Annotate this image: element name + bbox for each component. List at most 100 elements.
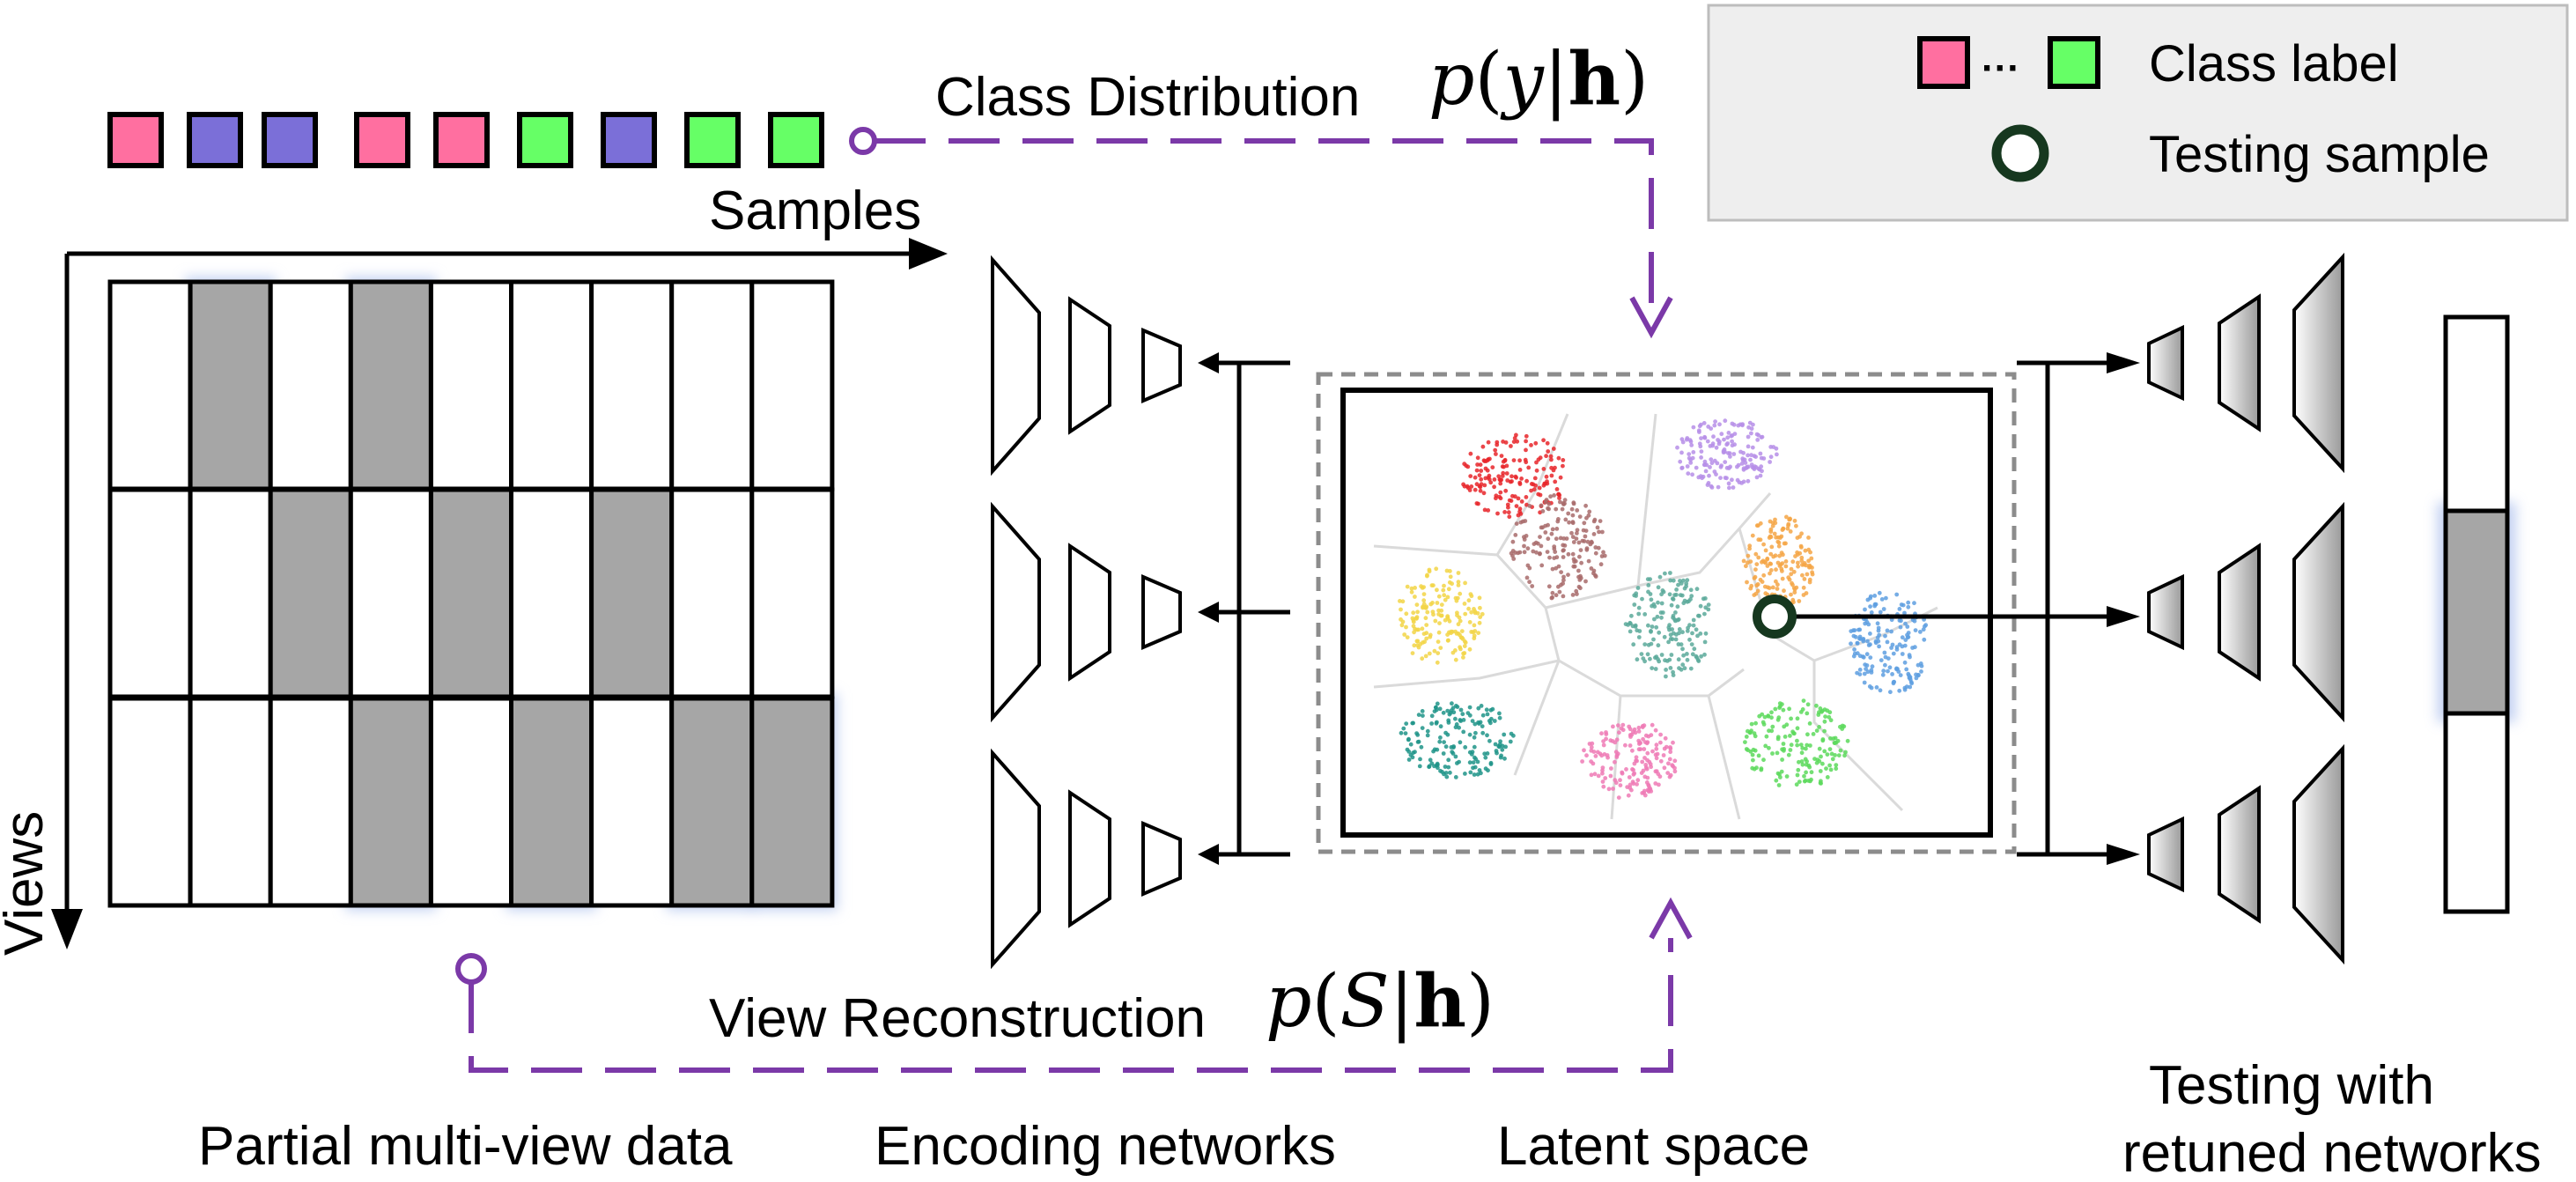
cluster-point	[1883, 633, 1887, 639]
cluster-point	[1753, 720, 1758, 726]
cluster-point	[1554, 506, 1559, 512]
cluster-point	[1902, 643, 1908, 648]
cluster-point	[1635, 778, 1641, 783]
cluster-point	[1494, 496, 1498, 501]
cluster-point	[1641, 656, 1646, 661]
cluster-point	[1890, 642, 1895, 647]
cluster-point	[1824, 766, 1828, 771]
cluster-point	[1703, 596, 1708, 601]
cluster-point	[1905, 624, 1910, 629]
cluster-point	[1758, 521, 1763, 526]
cluster-point	[1462, 644, 1467, 648]
cluster-point	[1678, 579, 1682, 583]
retuned-networks	[2147, 252, 2344, 965]
cluster-point	[1642, 756, 1647, 760]
cluster-point	[1598, 562, 1604, 567]
cluster-point	[1629, 613, 1634, 618]
view-reconstruction-label: View Reconstruction	[709, 988, 1206, 1049]
cluster-point	[1661, 589, 1666, 595]
cluster-point	[1878, 609, 1883, 615]
cluster-point	[1910, 617, 1915, 623]
encoder-layer	[991, 255, 1041, 476]
cluster-point	[1399, 623, 1405, 628]
cluster-point	[1477, 473, 1482, 477]
cluster-point	[1741, 466, 1746, 471]
cluster-point	[1656, 643, 1661, 648]
cluster-point	[1513, 533, 1518, 537]
cluster-point	[1684, 584, 1688, 589]
cluster-point	[1628, 743, 1633, 748]
cluster-point	[1699, 455, 1703, 460]
cluster-point	[1717, 422, 1722, 427]
cluster-point	[1472, 744, 1477, 750]
cluster-point	[1478, 488, 1483, 493]
cluster-point	[1450, 750, 1455, 755]
cluster-point	[1561, 578, 1566, 583]
cluster-point	[1556, 584, 1561, 589]
cluster-point	[1772, 531, 1777, 536]
cluster-point	[1728, 454, 1732, 459]
cluster-point	[1583, 579, 1588, 584]
cluster-point	[1650, 749, 1655, 754]
cluster-point	[1580, 759, 1584, 764]
observed-view-cell	[348, 487, 433, 699]
cluster-point	[1437, 621, 1442, 625]
cluster-point	[1901, 602, 1906, 608]
cluster-point	[1539, 543, 1544, 549]
cluster-point	[1627, 775, 1632, 779]
cluster-point	[1598, 519, 1603, 523]
cluster-point	[1655, 614, 1660, 619]
decoder-layer	[2292, 743, 2344, 965]
cluster-point	[1463, 772, 1467, 776]
sample-label-swatch	[107, 112, 164, 168]
cluster-point	[1805, 732, 1810, 737]
cluster-point	[1478, 462, 1483, 467]
cluster-point	[1566, 551, 1571, 557]
cluster-point	[1543, 523, 1548, 528]
cluster-point	[1466, 598, 1472, 603]
cluster-point	[1667, 657, 1672, 662]
cluster-point	[1897, 618, 1902, 623]
cluster-point	[1792, 590, 1797, 595]
cluster-point	[1831, 736, 1836, 741]
cluster-point	[1912, 601, 1916, 606]
cluster-point	[1690, 631, 1694, 636]
cluster-point	[1472, 735, 1477, 740]
cluster-point	[1836, 753, 1842, 757]
cluster-point	[1465, 485, 1471, 491]
cluster-point	[1668, 571, 1672, 575]
cluster-point	[1667, 592, 1672, 597]
cluster-point	[1680, 646, 1685, 652]
cluster-point	[1793, 554, 1797, 558]
cluster-point	[1726, 431, 1731, 435]
cluster-point	[1514, 504, 1519, 508]
cluster-point	[1480, 444, 1486, 449]
cluster-point	[1469, 484, 1474, 489]
cluster-point	[1555, 519, 1561, 524]
cluster-point	[1566, 511, 1571, 516]
cluster-point	[1881, 669, 1886, 674]
cluster-point	[1800, 762, 1805, 767]
cluster-point	[1671, 578, 1676, 583]
cluster-point	[1748, 559, 1753, 564]
cluster-point	[1814, 728, 1819, 733]
cluster-point	[1840, 723, 1845, 728]
cluster-point	[1435, 601, 1440, 605]
cluster-point	[1628, 782, 1633, 787]
cluster-point	[1635, 758, 1639, 764]
cluster-point	[1662, 765, 1667, 771]
cluster-point	[1761, 573, 1767, 578]
cluster-point	[1782, 541, 1787, 546]
cluster-point	[1459, 635, 1465, 640]
cluster-point	[1731, 485, 1736, 490]
cluster-point	[1538, 551, 1542, 557]
cluster-point	[1918, 630, 1923, 634]
cluster-point	[1465, 711, 1471, 715]
cluster-point	[1408, 742, 1413, 747]
cluster-point	[1577, 578, 1583, 582]
cluster-point	[1685, 578, 1690, 583]
cluster-point	[1769, 715, 1774, 720]
cluster-point	[1736, 423, 1741, 428]
cluster-point	[1697, 441, 1702, 447]
cluster-point	[1885, 628, 1890, 633]
